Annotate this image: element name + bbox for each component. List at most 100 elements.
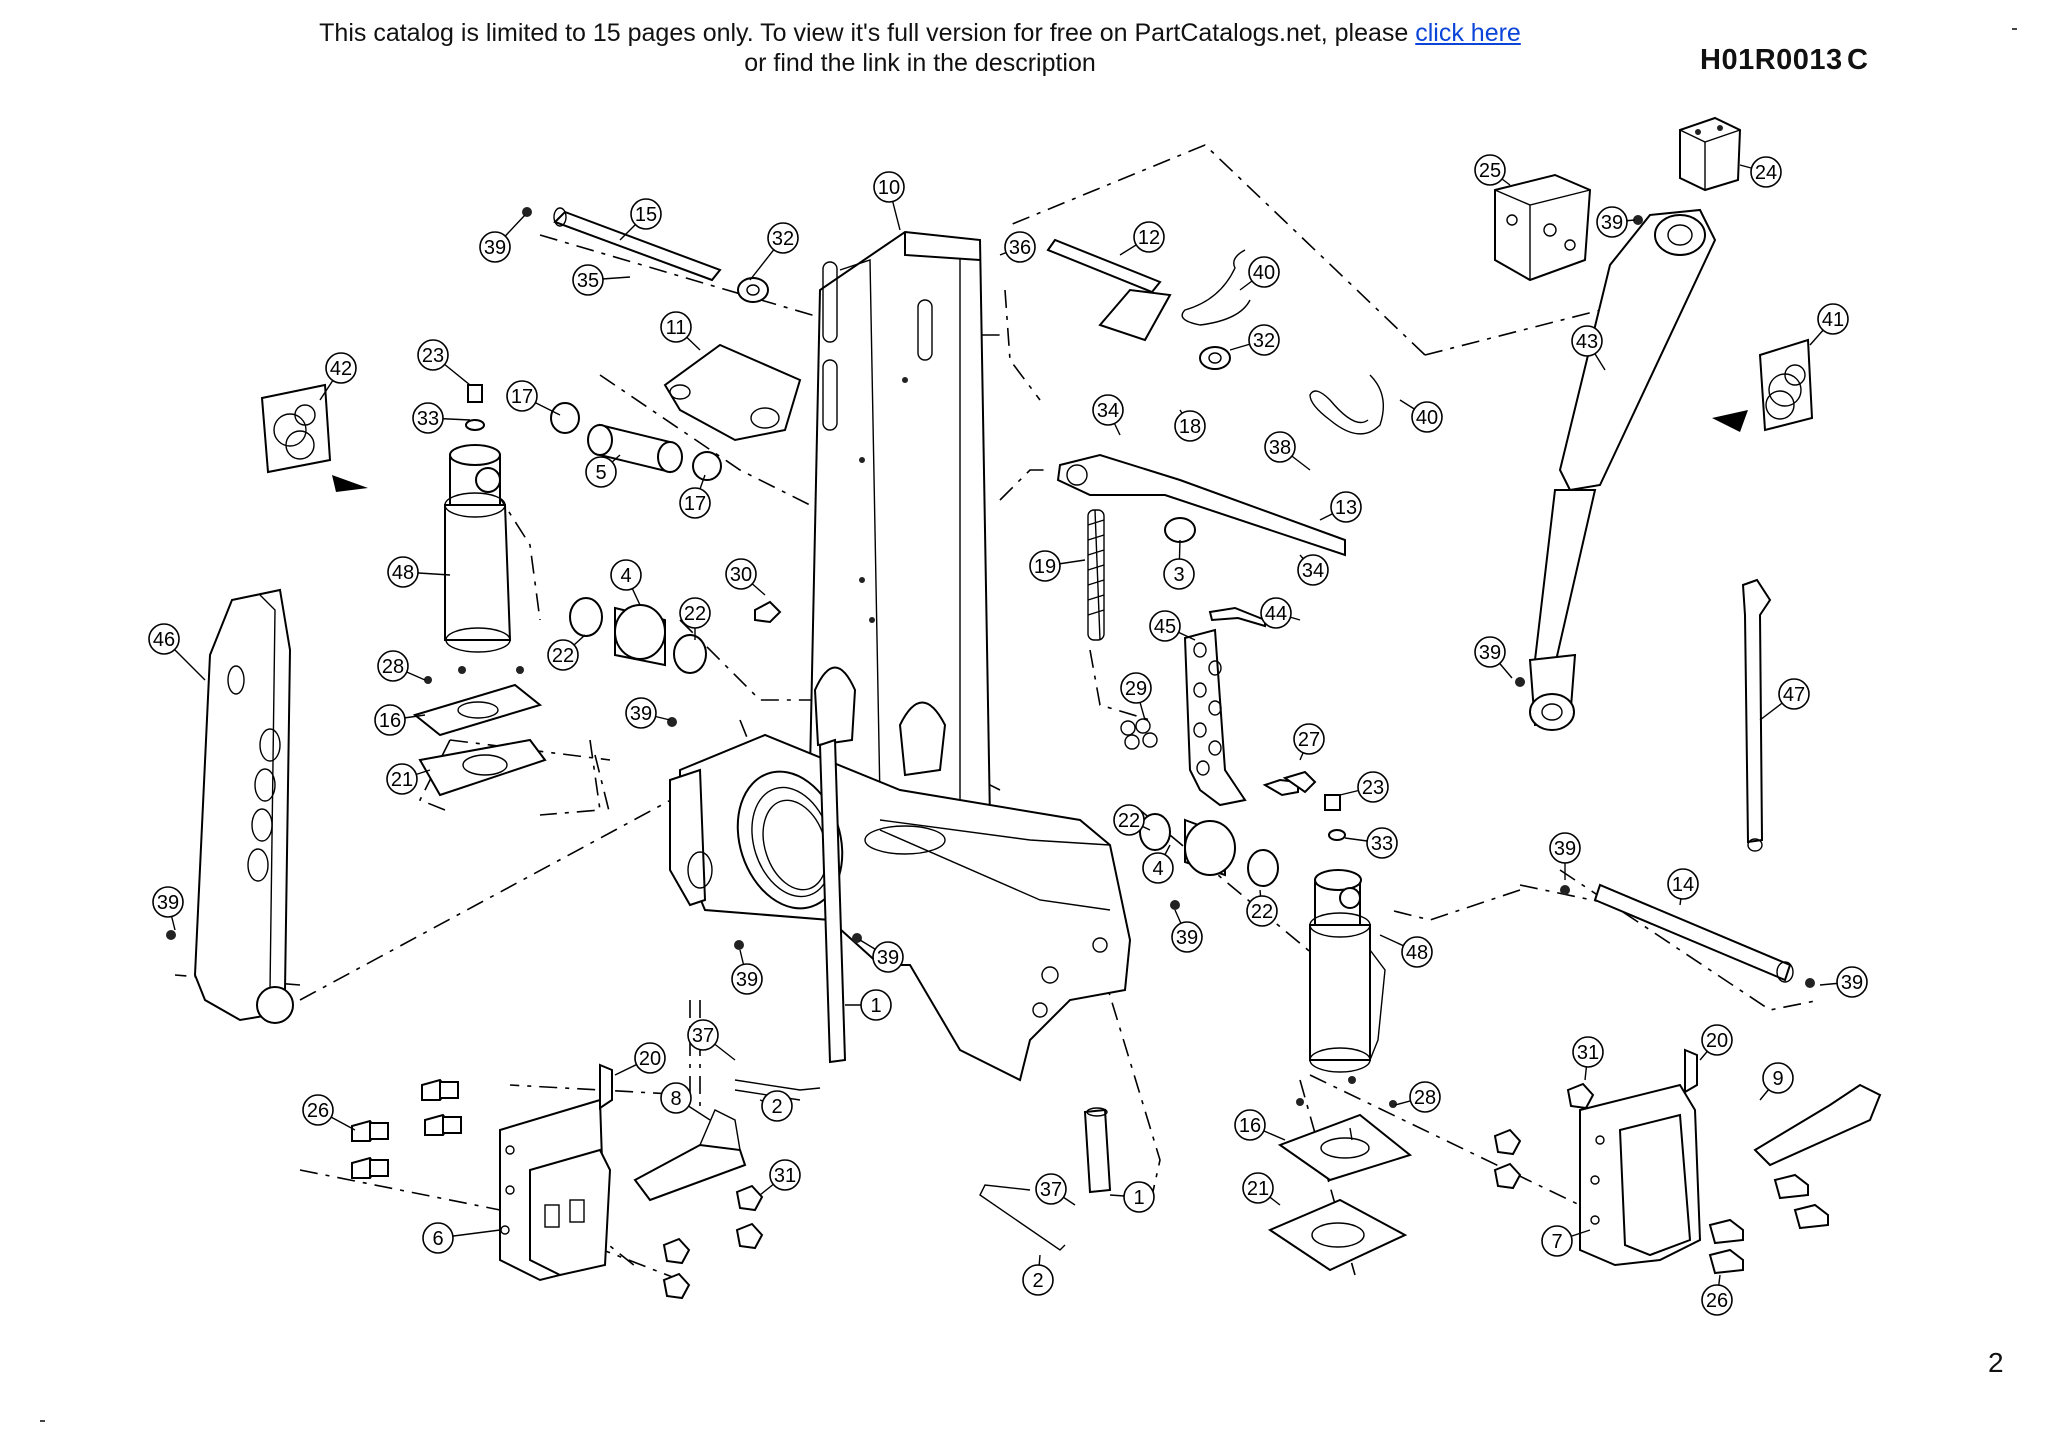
callout-circle [625, 697, 657, 729]
callout-number: 27 [1298, 729, 1320, 751]
callout-27: 27 [1293, 723, 1325, 761]
callout-number: 2 [1032, 1270, 1043, 1292]
cylinders-48 [444, 444, 1386, 1073]
callout-39: 39 [479, 214, 526, 263]
callout-39: 39 [1474, 636, 1513, 679]
callout-39: 39 [859, 939, 904, 973]
callout-number: 24 [1755, 162, 1777, 184]
revision-letter: C [1847, 44, 1868, 76]
callout-circle [1242, 1172, 1274, 1204]
callout-circle [302, 1094, 334, 1126]
corner-mark [40, 1420, 45, 1422]
callout-30: 30 [725, 558, 766, 596]
callout-number: 21 [391, 769, 413, 791]
callout-circle [1778, 678, 1810, 710]
callout-number: 39 [1176, 927, 1198, 949]
callout-number: 28 [382, 656, 404, 678]
callout-number: 39 [630, 703, 652, 725]
callout-circle [1549, 832, 1581, 864]
wedges-and-handles [633, 1079, 1882, 1251]
callout-22: 22 [1113, 804, 1151, 836]
callout-circle [585, 456, 617, 488]
callout-28: 28 [377, 650, 426, 682]
callout-number: 48 [1406, 942, 1428, 964]
callout-39: 39 [1596, 206, 1636, 238]
plate-45 [1183, 606, 1266, 807]
callout-number: 35 [577, 270, 599, 292]
callout-circle [860, 989, 892, 1021]
callout-number: 39 [877, 947, 899, 969]
bracket-7 [1579, 1083, 1702, 1267]
callout-number: 34 [1302, 560, 1324, 582]
callout-number: 36 [1009, 237, 1031, 259]
callout-6: 6 [422, 1222, 501, 1254]
callout-circle [1762, 1062, 1794, 1094]
callout-circle [386, 763, 418, 795]
callout-8: 8 [660, 1082, 711, 1121]
callout-number: 23 [1362, 777, 1384, 799]
callout-circle [1750, 156, 1782, 188]
callout-number: 14 [1672, 874, 1694, 896]
click-here-link[interactable]: click here [1415, 19, 1521, 47]
callout-number: 15 [635, 204, 657, 226]
callout-number: 41 [1822, 309, 1844, 331]
callout-circle [761, 1090, 793, 1122]
callout-number: 21 [1247, 1178, 1269, 1200]
callout-37: 37 [1035, 1173, 1076, 1206]
callout-circle [1701, 1024, 1733, 1056]
banner-text: This catalog is limited to 15 pages only… [319, 19, 1416, 47]
callout-46: 46 [148, 623, 206, 681]
callout-circle [1133, 221, 1165, 253]
callout-circle [1330, 491, 1362, 523]
callout-39: 39 [731, 949, 763, 995]
callout-circle [417, 339, 449, 371]
callout-39: 39 [1549, 832, 1581, 880]
callout-circle [572, 264, 604, 296]
callout-number: 7 [1551, 1231, 1562, 1253]
callout-circle [387, 556, 419, 588]
callout-number: 30 [730, 564, 752, 586]
callout-circle [547, 639, 579, 671]
callout-circle [1248, 324, 1280, 356]
callout-45: 45 [1149, 610, 1196, 642]
hardware [166, 207, 1829, 1300]
callout-10: 10 [873, 171, 905, 231]
callout-circle [679, 487, 711, 519]
callout-33: 33 [412, 402, 471, 434]
drawing-code: H01R0013 [1700, 44, 1843, 76]
callout-17: 17 [679, 474, 711, 519]
callout-circle [1474, 636, 1506, 668]
callout-circle [1474, 154, 1506, 186]
callout-31: 31 [759, 1159, 801, 1196]
callout-circle [731, 963, 763, 995]
callout-circle [1667, 868, 1699, 900]
callout-44: 44 [1260, 597, 1301, 629]
callout-circle [506, 380, 538, 412]
callout-35: 35 [572, 264, 631, 296]
callout-number: 39 [157, 892, 179, 914]
callout-number: 39 [1601, 212, 1623, 234]
callout-circle [872, 941, 904, 973]
callout-41: 41 [1809, 303, 1849, 346]
callout-circle [1163, 558, 1195, 590]
callout-circle [1293, 723, 1325, 755]
callout-circle [610, 559, 642, 591]
callout-number: 1 [1133, 1187, 1144, 1209]
callout-number: 9 [1772, 1068, 1783, 1090]
callout-circle [630, 198, 662, 230]
callout-11: 11 [660, 311, 701, 351]
callout-39: 39 [1171, 909, 1203, 953]
callout-number: 8 [670, 1088, 681, 1110]
callout-4: 4 [1142, 844, 1174, 884]
callout-circle [1035, 1173, 1067, 1205]
callout-circle [679, 597, 711, 629]
callout-37: 37 [687, 1019, 736, 1061]
callout-circle [377, 650, 409, 682]
callout-14: 14 [1667, 868, 1699, 906]
callout-number: 13 [1335, 497, 1357, 519]
callout-29: 29 [1120, 672, 1152, 721]
callout-20: 20 [1699, 1024, 1733, 1061]
callout-15: 15 [619, 198, 662, 241]
callout-number: 34 [1097, 400, 1119, 422]
